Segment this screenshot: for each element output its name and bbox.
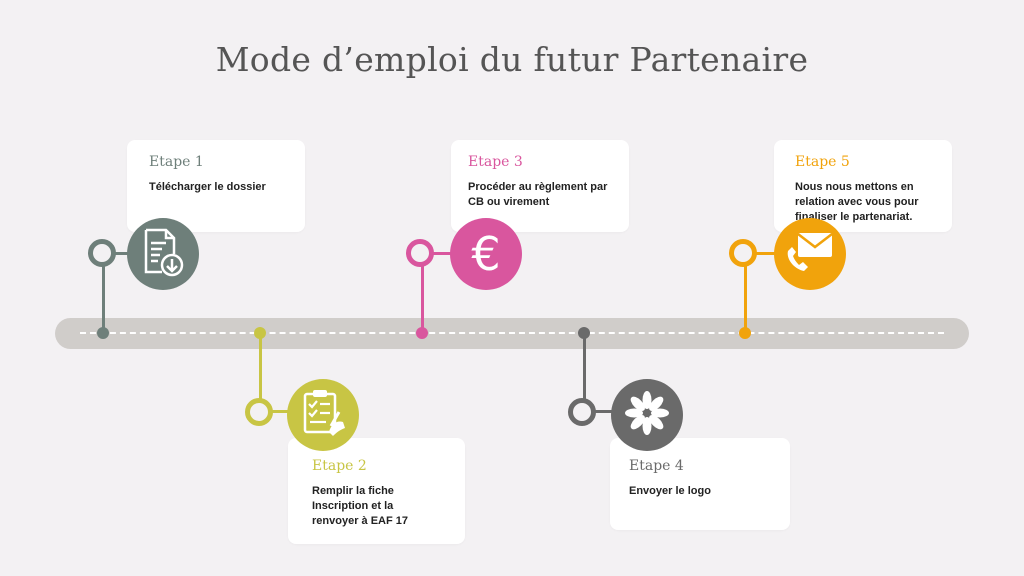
step-description: Remplir la fiche Inscription et la renvo… xyxy=(312,485,408,527)
timeline-dashed-line xyxy=(80,332,944,334)
step-stem xyxy=(259,337,262,407)
step-label: Etape 2 xyxy=(312,458,367,474)
step-ring xyxy=(729,239,757,267)
step-description: Nous nous mettons en relation avec vous … xyxy=(795,181,919,223)
page-title: Mode d’emploi du futur Partenaire xyxy=(215,40,809,79)
step-icon-circle xyxy=(127,218,199,290)
track-dot xyxy=(97,327,109,339)
step-connector xyxy=(112,252,132,255)
step-icon-circle xyxy=(774,218,846,290)
step-stem xyxy=(744,264,747,332)
step-connector xyxy=(592,410,616,413)
envelope-phone-icon xyxy=(784,229,836,280)
step-stem xyxy=(583,337,586,407)
step-connector xyxy=(753,252,775,255)
step-label: Etape 5 xyxy=(795,154,850,170)
step-icon-circle xyxy=(287,379,359,451)
track-dot xyxy=(254,327,266,339)
step-label: Etape 1 xyxy=(149,154,204,170)
step-card: Etape 2 Remplir la fiche Inscription et … xyxy=(288,438,465,544)
track-dot xyxy=(416,327,428,339)
step-ring xyxy=(406,239,434,267)
step-card: Etape 3 Procéder au règlement par CB ou … xyxy=(451,140,629,232)
step-card: Etape 1 Télécharger le dossier xyxy=(127,140,305,232)
document-download-icon xyxy=(140,227,186,282)
flower-logo-icon xyxy=(622,388,672,443)
step-description: Procéder au règlement par CB ou virement xyxy=(468,181,608,208)
step-description: Télécharger le dossier xyxy=(149,181,266,193)
step-icon-circle: € xyxy=(450,218,522,290)
step-ring xyxy=(245,398,273,426)
step-card: Etape 4 Envoyer le logo xyxy=(610,438,790,530)
step-ring xyxy=(568,398,596,426)
euro-icon: € xyxy=(471,227,501,281)
track-dot xyxy=(739,327,751,339)
step-icon-circle xyxy=(611,379,683,451)
step-stem xyxy=(421,264,424,332)
step-ring xyxy=(88,239,116,267)
step-connector xyxy=(430,252,452,255)
step-stem xyxy=(102,253,105,332)
step-label: Etape 3 xyxy=(468,154,523,170)
track-dot xyxy=(578,327,590,339)
step-connector xyxy=(268,410,292,413)
clipboard-checklist-icon xyxy=(299,388,347,443)
step-description: Envoyer le logo xyxy=(629,485,711,497)
step-card: Etape 5 Nous nous mettons en relation av… xyxy=(774,140,952,232)
step-label: Etape 4 xyxy=(629,458,684,474)
